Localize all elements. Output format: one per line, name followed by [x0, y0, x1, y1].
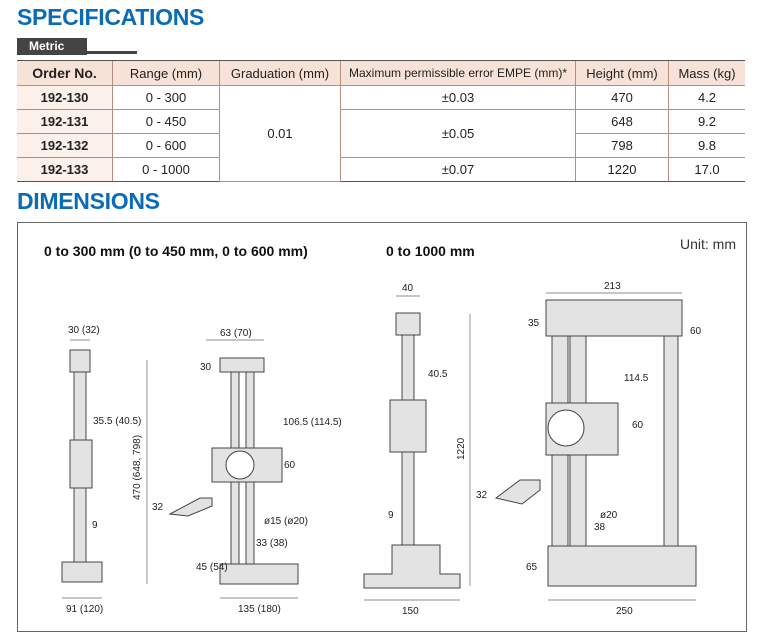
error-cell: ±0.03 — [340, 85, 576, 110]
dim-label: ø15 (ø20) — [264, 516, 308, 527]
header-height: Height (mm) — [575, 60, 669, 86]
metric-tag-label: Metric — [29, 39, 65, 53]
specifications-title: SPECIFICATIONS — [17, 4, 205, 30]
table-row: 192-131 0 - 450 ±0.05 648 9.2 — [17, 109, 745, 158]
dim-label: 60 — [632, 420, 644, 431]
dim-label: 114.5 — [624, 373, 649, 384]
mass-cell: 9.8 — [668, 133, 745, 158]
header-graduation: Graduation (mm) — [219, 60, 341, 86]
dim-label: 35.5 (40.5) — [93, 416, 141, 427]
dim-label: 30 — [200, 362, 212, 373]
order-cell: 192-133 — [17, 157, 113, 182]
metric-tag: Metric — [17, 38, 137, 55]
header-mass: Mass (kg) — [668, 60, 745, 86]
dim-label: 40 — [402, 283, 414, 294]
dim-label: 60 — [690, 326, 702, 337]
right-drawing-title: 0 to 1000 mm — [386, 243, 475, 259]
dim-label: 60 — [284, 460, 296, 471]
table-row: 192-132 0 - 600 798 9.8 — [17, 133, 745, 158]
dim-label: 106.5 (114.5) — [283, 417, 342, 428]
dim-label: 1220 — [456, 437, 467, 460]
dim-label: 470 (648, 798) — [132, 435, 143, 500]
dim-label: 32 — [152, 502, 164, 513]
table-row: 192-133 0 - 1000 ±0.07 1220 17.0 — [17, 157, 745, 182]
dim-label: 45 (54) — [196, 562, 228, 573]
dim-label: 213 — [604, 281, 621, 292]
height-cell: 798 — [575, 133, 669, 158]
dim-label: 91 (120) — [66, 604, 103, 615]
dim-label: 30 (32) — [68, 325, 100, 336]
left-drawing-title: 0 to 300 mm (0 to 450 mm, 0 to 600 mm) — [44, 243, 308, 259]
order-cell: 192-131 — [17, 109, 113, 134]
header-range: Range (mm) — [112, 60, 220, 86]
range-cell: 0 - 300 — [112, 85, 220, 110]
error-cell: ±0.07 — [340, 157, 576, 182]
mass-cell: 17.0 — [668, 157, 745, 182]
dim-label: 135 (180) — [238, 604, 281, 615]
dim-label: 250 — [616, 606, 633, 617]
dim-label: 35 — [528, 318, 540, 329]
dim-label: 32 — [476, 490, 488, 501]
range-cell: 0 - 600 — [112, 133, 220, 158]
dimensions-panel — [17, 222, 747, 632]
header-order: Order No. — [17, 60, 113, 86]
dim-label: 9 — [388, 510, 394, 521]
dim-label: 63 (70) — [220, 328, 252, 339]
dim-label: 33 (38) — [256, 538, 288, 549]
dim-label: ø20 — [600, 510, 618, 521]
height-cell: 648 — [575, 109, 669, 134]
dim-label: 65 — [526, 562, 538, 573]
order-cell: 192-132 — [17, 133, 113, 158]
error-cell: ±0.05 — [340, 109, 576, 158]
table-row: 192-130 0 - 300 0.01 ±0.03 470 4.2 — [17, 85, 745, 182]
header-error: Maximum permissible error EMPE (mm)* — [340, 60, 576, 86]
range-cell: 0 - 1000 — [112, 157, 220, 182]
unit-label: Unit: mm — [680, 236, 736, 252]
mass-cell: 9.2 — [668, 109, 745, 134]
order-cell: 192-130 — [17, 85, 113, 110]
height-cell: 470 — [575, 85, 669, 110]
dim-label: 40.5 — [428, 369, 448, 380]
dim-label: 9 — [92, 520, 98, 531]
height-cell: 1220 — [575, 157, 669, 182]
dim-label: 150 — [402, 606, 419, 617]
dimensions-title: DIMENSIONS — [17, 188, 160, 214]
mass-cell: 4.2 — [668, 85, 745, 110]
graduation-cell: 0.01 — [219, 85, 341, 182]
dim-label: 38 — [594, 522, 606, 533]
range-cell: 0 - 450 — [112, 109, 220, 134]
spec-table: Order No. Range (mm) Graduation (mm) Max… — [17, 60, 745, 182]
